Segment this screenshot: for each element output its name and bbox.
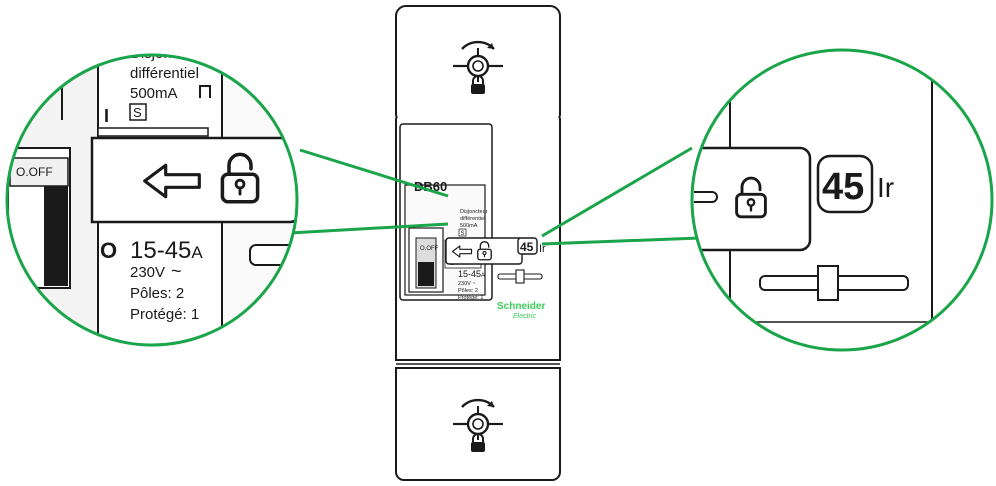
i-mark: I <box>104 106 109 126</box>
zoom-right: 45 Ir <box>690 48 994 352</box>
rating-value: 15-45A <box>130 237 203 264</box>
o-mark: O <box>100 238 117 263</box>
small-protege: Protégé: 1 <box>458 295 483 301</box>
s-badge: S <box>133 105 142 120</box>
brand-top: Schneider <box>497 301 545 312</box>
small-label-3: 500mA <box>460 223 478 229</box>
small-setting-value: 45 <box>520 240 534 254</box>
small-label-1: Disjoncteur <box>460 209 488 215</box>
brand-bottom: Electric <box>513 313 536 320</box>
setting-badge[interactable] <box>816 154 874 214</box>
label-line-2: différentiel <box>130 65 199 82</box>
setting-value: 45 <box>822 166 864 208</box>
voltage-label: 230V~ <box>130 261 182 281</box>
setting-badge-small[interactable] <box>517 237 538 255</box>
enclosure: DB60 Disjoncteur différentiel 500mA S O … <box>395 5 561 481</box>
small-off-label: O.OFF <box>420 246 439 252</box>
small-rating: 15-45A <box>458 269 485 279</box>
protege-label: Protégé: 1 <box>130 306 199 323</box>
model-label: DB60 <box>414 179 447 194</box>
label-line-3: 500mA <box>130 85 178 102</box>
small-poles: Pôles: 2 <box>458 288 478 294</box>
callout-lines <box>289 146 701 246</box>
switch-off-label: O.OFF <box>16 165 53 179</box>
small-ir-label: Ir <box>539 243 546 255</box>
label-line-1: Disjoncteur <box>130 45 205 62</box>
small-voltage: 230V ~ <box>458 281 476 287</box>
poles-label: Pôles: 2 <box>130 285 184 302</box>
pulse-icon <box>199 85 211 98</box>
small-label-2: différentiel <box>460 216 485 222</box>
small-s-badge: S <box>461 231 465 237</box>
zoom-left: O.OFF I Disjoncteur différentiel 500mA S… <box>5 45 299 347</box>
adjust-slider-thumb[interactable] <box>817 265 839 301</box>
setting-unit: Ir <box>877 172 894 203</box>
